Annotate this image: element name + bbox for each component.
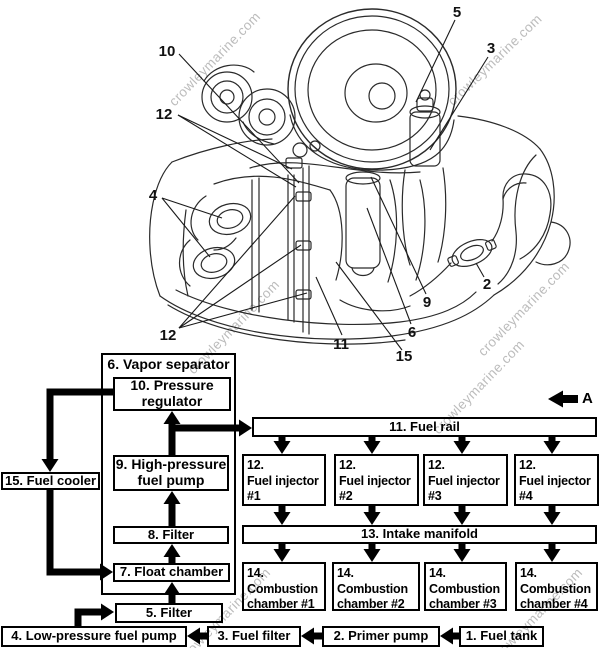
callout-9: 9 <box>423 294 431 311</box>
arrow-pump4-to-filter5 <box>74 603 114 626</box>
box-combustion-chamber-1: 14. Combustion chamber #1 <box>242 562 326 611</box>
box-fuel-injector-3: 12. Fuel injector #3 <box>423 454 508 506</box>
arrows-rail-to-injectors <box>273 437 561 454</box>
box-fuel-cooler: 15. Fuel cooler <box>1 472 100 490</box>
box-pressure-regulator: 10. Pressure regulator <box>113 377 231 411</box>
box-combustion-chamber-2: 14. Combustion chamber #2 <box>332 562 420 611</box>
box-fuel-injector-2: 12. Fuel injector #2 <box>334 454 419 506</box>
callout-12-upper: 12 <box>156 106 173 123</box>
throttle-bodies <box>178 195 252 287</box>
arrow-tank-to-primer <box>440 627 459 645</box>
box-filter-5: 5. Filter <box>115 603 223 623</box>
callout-6: 6 <box>408 324 416 341</box>
callout-10: 10 <box>159 43 176 60</box>
box-filter-8: 8. Filter <box>113 526 229 544</box>
box-fuel-filter: 3. Fuel filter <box>207 626 301 647</box>
vapor-separator-canister <box>345 171 381 277</box>
box-fuel-rail: 11. Fuel rail <box>252 417 597 437</box>
hoses-wiring <box>329 179 426 312</box>
direction-a-arrow <box>548 390 578 408</box>
callout-leader-lines <box>161 19 489 351</box>
callout-15: 15 <box>396 348 413 362</box>
box-float-chamber: 7. Float chamber <box>113 563 230 582</box>
box-intake-manifold: 13. Intake manifold <box>242 525 597 544</box>
box-fuel-injector-1: 12. Fuel injector #1 <box>242 454 326 506</box>
box-low-pressure-fuel-pump: 4. Low-pressure fuel pump <box>1 626 187 647</box>
box-combustion-chamber-4: 14. Combustion chamber #4 <box>515 562 598 611</box>
box-vapor-separator-label: 6. Vapor separator <box>107 356 230 372</box>
callout-11: 11 <box>333 336 349 353</box>
arrows-manifold-to-chambers <box>273 544 561 562</box>
callout-12-lower: 12 <box>160 327 177 344</box>
callout-3: 3 <box>487 40 495 57</box>
callout-5: 5 <box>453 4 461 21</box>
callout-4: 4 <box>149 187 158 204</box>
belt-pulleys <box>201 64 321 169</box>
arrow-fuel-filter-to-pump4 <box>187 627 207 645</box>
engine-illustration: 5 3 10 12 4 12 11 15 6 9 2 <box>149 4 571 362</box>
box-fuel-tank: 1. Fuel tank <box>459 626 544 647</box>
box-combustion-chamber-3: 14. Combustion chamber #3 <box>424 562 507 611</box>
box-fuel-injector-4: 12. Fuel injector #4 <box>514 454 599 506</box>
arrow-primer-to-fuel-filter <box>301 627 322 645</box>
direction-a-label: A <box>582 390 593 407</box>
primer-bulb <box>409 173 552 297</box>
callout-numbers: 5 3 10 12 4 12 11 15 6 9 2 <box>149 4 495 362</box>
box-high-pressure-fuel-pump: 9. High-pressure fuel pump <box>113 455 229 491</box>
arrows-injectors-to-manifold <box>273 506 561 525</box>
flywheel <box>213 8 457 191</box>
box-primer-pump: 2. Primer pump <box>322 626 440 647</box>
fuel-filter-canister <box>401 89 447 266</box>
fuel-rail-and-injectors <box>182 165 312 335</box>
callout-2: 2 <box>483 276 491 293</box>
